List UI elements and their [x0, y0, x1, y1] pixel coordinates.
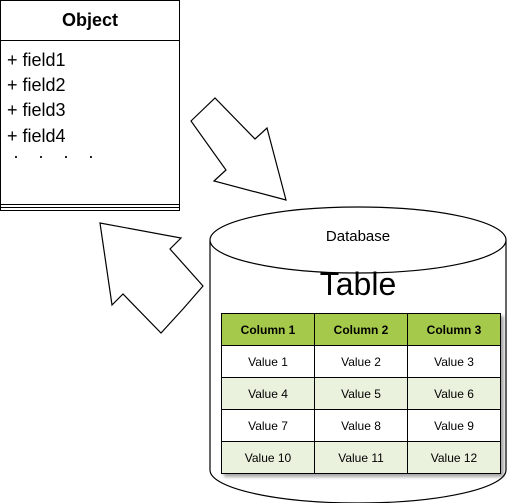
table-row: Value 7 Value 8 Value 9: [221, 409, 501, 442]
table-cell: Value 10: [221, 441, 315, 474]
table-cell: Value 7: [221, 409, 315, 442]
object-field: + field4: [7, 126, 66, 146]
table-cell: Value 3: [407, 345, 501, 378]
column-header: Column 3: [407, 313, 501, 346]
object-field: + field1: [7, 50, 66, 70]
table-row: Value 1 Value 2 Value 3: [221, 345, 501, 378]
class-divider: [1, 204, 179, 205]
column-header: Column 2: [314, 313, 408, 346]
column-header: Column 1: [221, 313, 315, 346]
table-title: Table: [319, 266, 397, 302]
table-row: Value 10 Value 11 Value 12: [221, 441, 501, 474]
object-field: + field3: [7, 100, 66, 120]
table-cell: Value 11: [314, 441, 408, 474]
object-class-title: Object: [1, 1, 179, 41]
table-cell: Value 12: [407, 441, 501, 474]
table-cell: Value 6: [407, 377, 501, 410]
database-label: Database: [325, 228, 391, 245]
table-cell: Value 5: [314, 377, 408, 410]
object-class-box[interactable]: Object + field1 + field2 + field3 + fiel…: [0, 0, 180, 211]
table-cell: Value 2: [314, 345, 408, 378]
object-fields-ellipsis: · · · ·: [13, 146, 101, 166]
table-cell: Value 8: [314, 409, 408, 442]
table-cell: Value 9: [407, 409, 501, 442]
table-cell: Value 4: [221, 377, 315, 410]
data-table: Column 1 Column 2 Column 3 Value 1 Value…: [221, 313, 501, 474]
arrow-to-object-icon: [99, 222, 204, 334]
database-cylinder-top: [209, 206, 507, 274]
arrow-to-database-icon: [190, 97, 287, 201]
class-divider: [1, 207, 179, 208]
object-field: + field2: [7, 75, 66, 95]
table-row: Value 4 Value 5 Value 6: [221, 377, 501, 410]
table-cell: Value 1: [221, 345, 315, 378]
table-header-row: Column 1 Column 2 Column 3: [221, 313, 501, 346]
